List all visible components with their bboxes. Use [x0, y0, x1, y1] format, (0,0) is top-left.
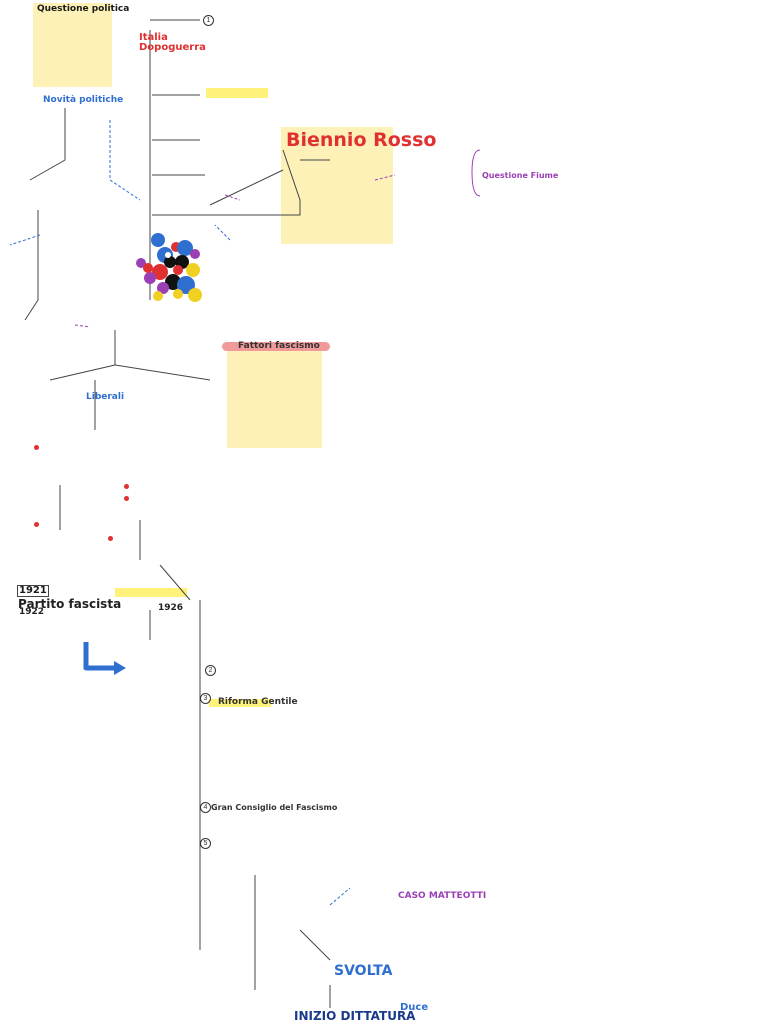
- fattori-pill: [222, 342, 330, 351]
- heading-riforma-gentile: Riforma Gentile: [218, 697, 298, 707]
- red-bullet: [124, 484, 129, 489]
- red-bullet: [108, 536, 113, 541]
- sticky-fattori-fascismo: [227, 344, 322, 448]
- heading-italia: Italia: [139, 32, 168, 43]
- sticky-questione-politica: [33, 3, 112, 87]
- heading-dopoguerra: Dopoguerra: [139, 42, 206, 53]
- heading-svolta: SVOLTA: [334, 963, 393, 979]
- heading-novita-politiche: Novità politiche: [43, 95, 124, 105]
- heading-year-1921: 1921: [17, 585, 49, 597]
- number-circle-4: 4: [200, 802, 211, 813]
- highlight-chambre: [115, 588, 187, 597]
- heading-caso-matteotti: CASO MATTEOTTI: [398, 891, 487, 901]
- red-bullet: [34, 522, 39, 527]
- highlight-centro: [206, 88, 268, 98]
- heading-year-1922: 1922: [19, 607, 45, 617]
- heading-duce: Duce: [400, 1002, 429, 1013]
- highlight-riforma: [209, 699, 271, 707]
- number-circle-2: 2: [205, 665, 216, 676]
- heading-fattori-fascismo: Fattori fascismo: [238, 341, 320, 351]
- heading-questione-fiume: Questione Fiume: [482, 171, 559, 180]
- heading-year-1926: 1926: [158, 603, 184, 613]
- big-right-arrow: [83, 642, 118, 671]
- red-bullet: [34, 445, 39, 450]
- sticky-biennio-rosso: [281, 127, 393, 244]
- heading-inizio-dittatura: INIZIO DITTATURA: [294, 1009, 416, 1023]
- heading-liberali: Liberali: [86, 392, 125, 402]
- heading-gran-consiglio: Gran Consiglio del Fascismo: [211, 803, 338, 812]
- number-circle-3: 3: [200, 693, 211, 704]
- heading-questione-politica: Questione politica: [37, 4, 130, 14]
- red-bullet: [124, 496, 129, 501]
- number-circle-1: 1: [203, 15, 214, 26]
- heading-partito-fascista: Partito fascista: [18, 597, 122, 611]
- heading-biennio-rosso: Biennio Rosso: [286, 129, 437, 151]
- number-circle-5: 5: [200, 838, 211, 849]
